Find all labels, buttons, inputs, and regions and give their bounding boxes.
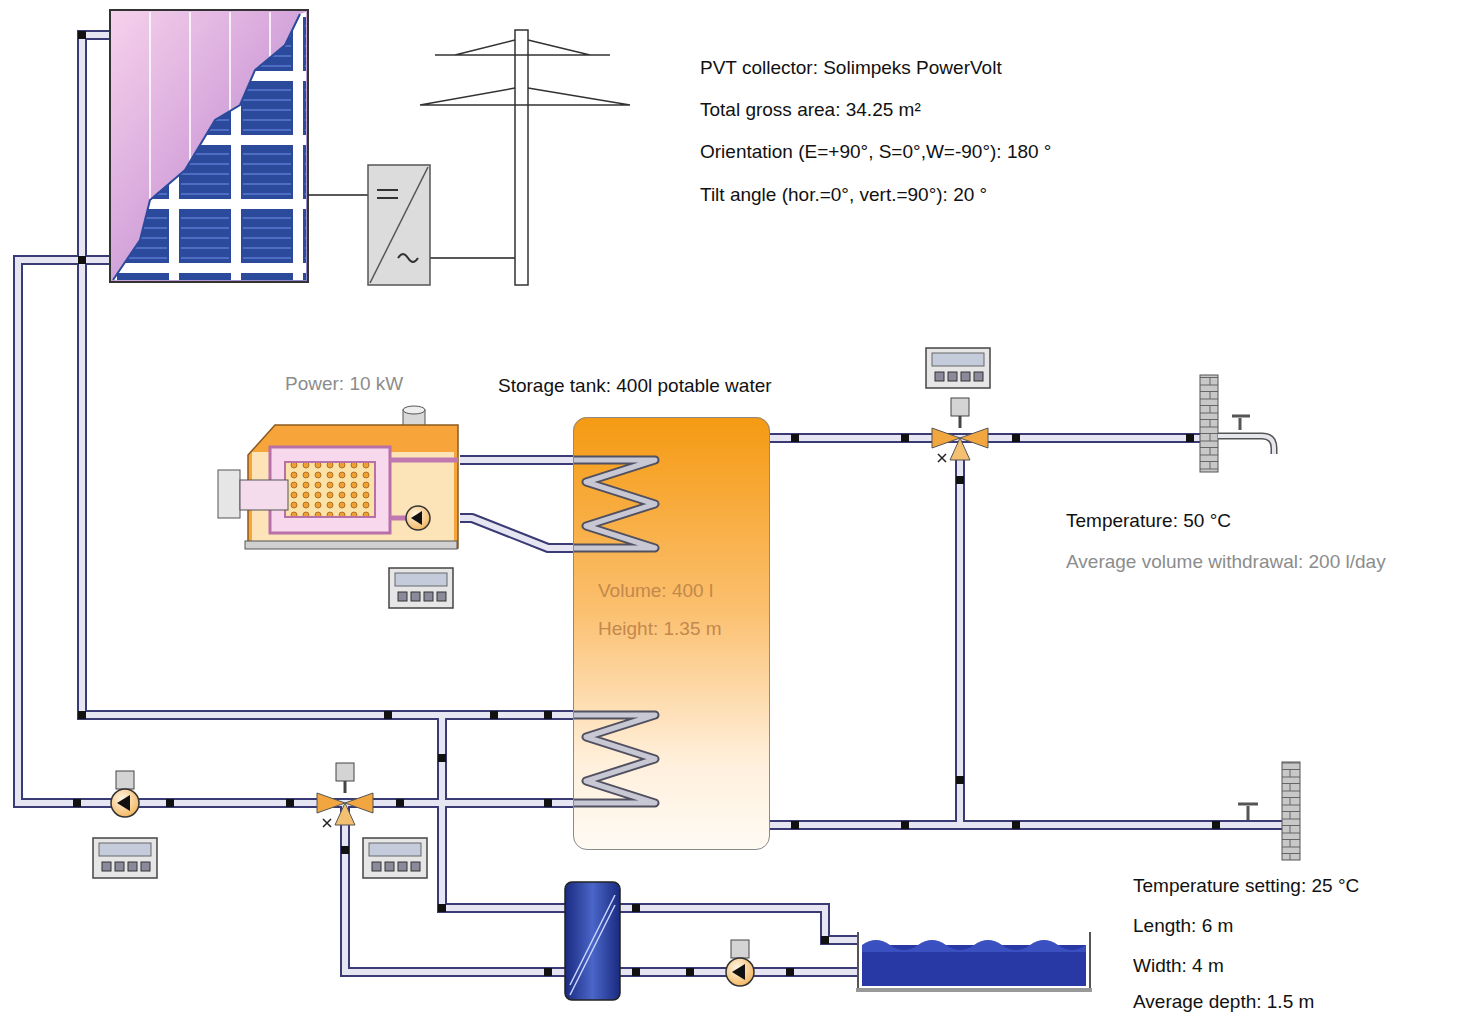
pipe-core bbox=[460, 457, 573, 463]
pipe-joints-part bbox=[956, 776, 964, 784]
boiler-illustration-part bbox=[411, 511, 422, 525]
pumps-valves-controllers bbox=[93, 348, 990, 986]
tank-volume: Volume: 400 l bbox=[598, 580, 713, 602]
collector-area: Total gross area: 34.25 m² bbox=[700, 99, 921, 121]
pumps-valves-controllers-part bbox=[317, 763, 373, 827]
grid-pylon-part bbox=[515, 30, 528, 285]
grid-pylon-part bbox=[420, 40, 630, 105]
pipe-joints-part bbox=[490, 711, 498, 719]
pipe-core bbox=[460, 518, 573, 548]
pipe-joints-part bbox=[901, 434, 909, 442]
inverter-symbol bbox=[368, 165, 430, 285]
swimming-pool-part bbox=[856, 988, 1092, 992]
pipe-joints-part bbox=[544, 968, 552, 976]
power-label: Power: 10 kW bbox=[285, 373, 403, 395]
walls-and-taps bbox=[1200, 375, 1300, 860]
heat-exchanger-part bbox=[565, 882, 620, 1000]
pipe-joints-part bbox=[956, 476, 964, 484]
pumps-valves-controllers-part bbox=[111, 771, 139, 817]
pool-depth: Average depth: 1.5 m bbox=[1133, 991, 1314, 1013]
pvt-collector-part bbox=[110, 10, 308, 282]
pipe-joints-part bbox=[438, 754, 446, 762]
pumps-valves-controllers-part bbox=[726, 940, 754, 986]
pumps-valves-controllers-part bbox=[93, 838, 157, 878]
storage-tank bbox=[573, 417, 770, 850]
grid-pylon bbox=[420, 30, 630, 285]
heat-exchanger-part bbox=[570, 895, 615, 995]
pipe-joints-part bbox=[78, 31, 86, 39]
inverter-symbol-part bbox=[368, 165, 430, 285]
tap-temperature: Temperature: 50 °C bbox=[1066, 510, 1231, 532]
walls-and-taps-part bbox=[1238, 804, 1258, 820]
inverter-symbol-part bbox=[377, 190, 398, 198]
swimming-pool-part bbox=[858, 932, 1090, 990]
pipe-joints-part bbox=[791, 434, 799, 442]
pipe-joints-part bbox=[821, 936, 829, 944]
heat-exchanger bbox=[565, 882, 620, 1000]
walls-and-taps-part bbox=[1200, 375, 1218, 472]
pipe-joints-part bbox=[791, 821, 799, 829]
boiler-illustration-part bbox=[240, 480, 288, 510]
heating-pipe bbox=[460, 518, 573, 548]
pipe-joints-part bbox=[786, 968, 794, 976]
pipe-joints-part bbox=[78, 256, 86, 264]
pipe-joints-part bbox=[1186, 434, 1194, 442]
collector-tilt: Tilt angle (hor.=0°, vert.=90°): 20 ° bbox=[700, 184, 987, 206]
pipe-joints-part bbox=[438, 904, 446, 912]
storage-tank-part bbox=[573, 417, 770, 850]
pipe-outline bbox=[460, 455, 573, 465]
pipe-joints-part bbox=[73, 799, 81, 807]
pipe-joints bbox=[73, 31, 1220, 976]
walls-and-taps-part bbox=[1282, 762, 1300, 860]
pvt-collector-part bbox=[110, 10, 308, 282]
pipe-joints-part bbox=[1212, 821, 1220, 829]
pipe-joints-part bbox=[78, 711, 86, 719]
pipe-joints-part bbox=[396, 799, 404, 807]
pipe-joints-part bbox=[1012, 821, 1020, 829]
boiler-illustration-part bbox=[245, 541, 457, 549]
pumps-valves-controllers-part bbox=[389, 568, 453, 608]
pipe-joints-part bbox=[286, 799, 294, 807]
pipe-joints-part bbox=[632, 968, 640, 976]
boiler-illustration-part bbox=[406, 506, 430, 530]
boiler-illustration-part bbox=[218, 470, 240, 518]
walls-and-taps-part bbox=[1218, 436, 1274, 454]
inverter-symbol-part bbox=[370, 167, 428, 283]
pvt-collector-part bbox=[113, 14, 300, 280]
tank-heading: Storage tank: 400l potable water bbox=[498, 375, 772, 397]
pipe-joints-part bbox=[166, 799, 174, 807]
pool-length: Length: 6 m bbox=[1133, 915, 1233, 937]
pvt-collector bbox=[110, 10, 308, 282]
boiler-illustration-part bbox=[406, 506, 430, 530]
pipe-joints-part bbox=[384, 711, 392, 719]
pipe-joints-part bbox=[544, 799, 552, 807]
pipe-joints-part bbox=[632, 904, 640, 912]
pumps-valves-controllers-part bbox=[363, 838, 427, 878]
tank-height: Height: 1.35 m bbox=[598, 618, 722, 640]
pool-width: Width: 4 m bbox=[1133, 955, 1224, 977]
pipe-joints-part bbox=[901, 821, 909, 829]
walls-and-taps-part bbox=[1232, 416, 1250, 430]
collector-name: PVT collector: Solimpeks PowerVolt bbox=[700, 57, 1002, 79]
pipe-joints-part bbox=[1012, 434, 1020, 442]
pumps-valves-controllers-part bbox=[926, 348, 990, 388]
pipe-joints-part bbox=[341, 846, 349, 854]
pool-temperature: Temperature setting: 25 °C bbox=[1133, 875, 1359, 897]
collector-orientation: Orientation (E=+90°, S=0°,W=-90°): 180 ° bbox=[700, 141, 1051, 163]
boiler-illustration-part bbox=[403, 406, 425, 414]
swimming-pool bbox=[856, 932, 1092, 990]
pipe-outline bbox=[460, 518, 573, 548]
walls-and-taps-part bbox=[1218, 436, 1274, 454]
boiler-illustration-part bbox=[285, 462, 375, 517]
boiler-illustration bbox=[218, 406, 458, 549]
storage-tank-node: Storage tank: 400l potable waterVolume: … bbox=[573, 417, 770, 850]
heating-pipe bbox=[460, 460, 573, 461]
boiler-node: Power: 10 kW bbox=[215, 405, 460, 550]
withdrawal-volume: Average volume withdrawal: 200 l/day bbox=[1066, 551, 1386, 573]
pipe-joints-part bbox=[544, 711, 552, 719]
pipe-joints-part bbox=[686, 968, 694, 976]
pumps-valves-controllers-part bbox=[932, 398, 988, 462]
inverter-symbol-part bbox=[398, 254, 418, 262]
